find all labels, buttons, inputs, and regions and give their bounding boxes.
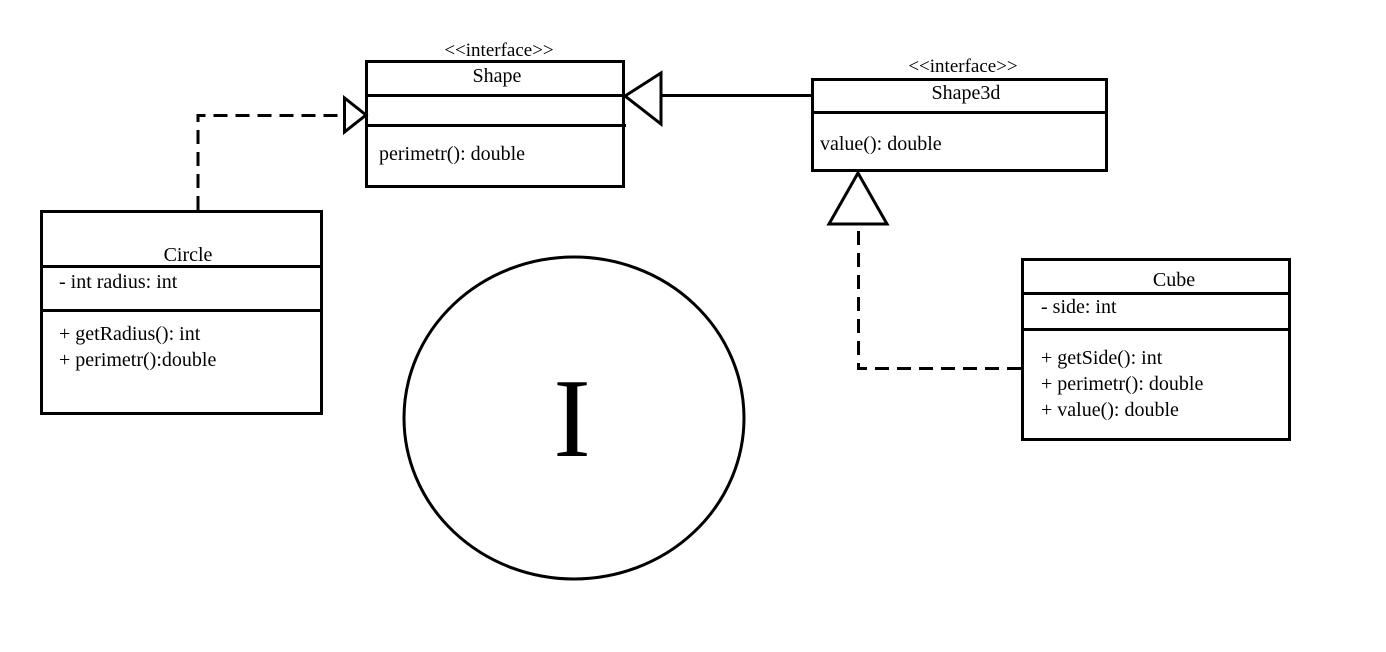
interface-letter: I [553, 357, 590, 481]
class-cube[interactable]: Cube - side: int + getSide(): int + peri… [1021, 258, 1291, 441]
interface-symbol: I [402, 255, 746, 581]
class-circle[interactable]: Circle - int radius: int + getRadius(): … [40, 210, 323, 415]
shape-name: Shape [473, 65, 522, 87]
generalization-arrowhead [622, 70, 663, 128]
relation-shape3d-extends-shape[interactable] [622, 70, 812, 128]
circle-operation: + perimetr():double [59, 349, 216, 371]
cube-attribute: - side: int [1041, 296, 1117, 318]
realization-line [857, 224, 1021, 370]
shape-stereotype: <<interface>> [444, 40, 553, 61]
cube-name: Cube [1153, 269, 1195, 291]
circle-attribute: - int radius: int [59, 271, 178, 293]
relation-cube-realizes-shape3d[interactable] [826, 169, 1021, 370]
circle-operation: + getRadius(): int [59, 323, 201, 345]
shape3d-operation: value(): double [820, 133, 942, 155]
circle-name: Circle [164, 244, 213, 266]
interface-circle [402, 255, 746, 581]
relation-circle-realizes-shape[interactable] [196, 94, 369, 210]
shape3d-box [811, 78, 1108, 172]
shape3d-name: Shape3d [932, 82, 1001, 104]
realization-arrowhead [343, 94, 369, 136]
cube-operation: + getSide(): int [1041, 347, 1163, 369]
cube-operation: + perimetr(): double [1041, 373, 1203, 395]
realization-line [196, 114, 344, 210]
shape3d-stereotype: <<interface>> [908, 56, 1017, 77]
circle-box [40, 210, 323, 415]
class-shape3d[interactable]: <<interface>> Shape3d value(): double [811, 56, 1108, 172]
cube-operation: + value(): double [1041, 399, 1179, 421]
realization-arrowhead [826, 169, 890, 226]
class-shape[interactable]: <<interface>> Shape perimetr(): double [365, 40, 626, 188]
shape-operation: perimetr(): double [379, 143, 525, 165]
cube-box [1021, 258, 1291, 441]
